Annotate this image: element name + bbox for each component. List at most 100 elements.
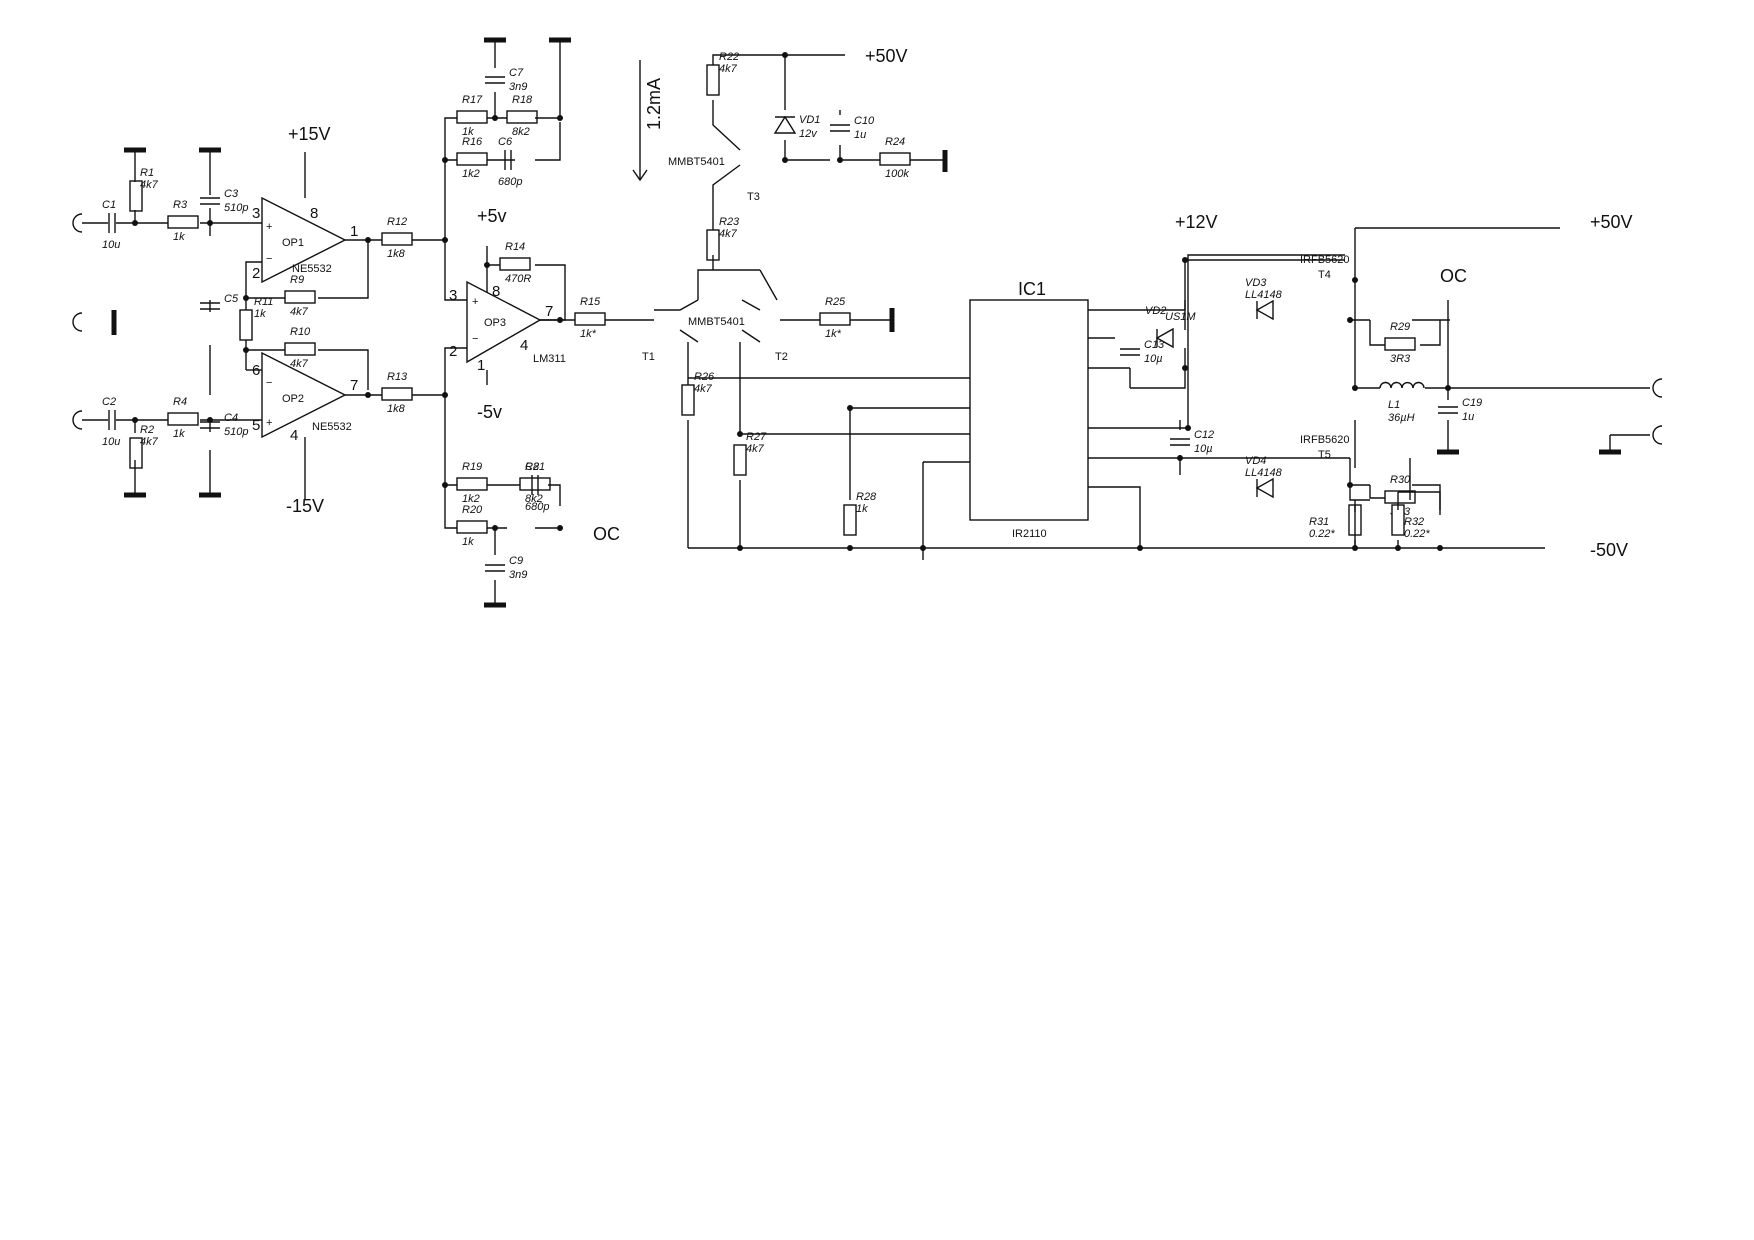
diode-value: LL4148: [1245, 467, 1283, 479]
resistor-value: 1k: [462, 536, 474, 548]
t2-label: T2: [775, 351, 788, 363]
ground-bars: [111, 37, 1621, 608]
rail-p5: +5v: [477, 206, 507, 226]
mmbt-t3: MMBT5401: [668, 156, 725, 168]
diode-ref: VD4: [1245, 455, 1266, 467]
t3-label: T3: [747, 191, 760, 203]
svg-text:5: 5: [252, 417, 260, 434]
resistor-ref: R29: [1390, 321, 1410, 333]
svg-text:2: 2: [449, 343, 457, 360]
capacitor-ref: C9: [509, 555, 523, 567]
diode-ref: VD1: [799, 114, 820, 126]
svg-text:3: 3: [449, 287, 457, 304]
capacitor-ref: C1: [102, 199, 116, 211]
svg-text:2: 2: [252, 265, 260, 282]
capacitor-ref: C6: [498, 136, 513, 148]
rail-p12: +12V: [1175, 212, 1218, 232]
resistor-value: 1k*: [825, 328, 842, 340]
capacitor-ref: C10: [854, 115, 875, 127]
resistor-ref: R22: [719, 51, 739, 63]
resistor-ref: R13: [387, 371, 408, 383]
capacitor-value: 10µ: [1194, 443, 1213, 455]
svg-text:4: 4: [520, 337, 528, 354]
irfb-t4: IRFB5620: [1300, 254, 1350, 266]
connector-terminal: [72, 312, 83, 332]
resistor-value: 4k7: [719, 228, 738, 240]
capacitor-ref: C12: [1194, 429, 1214, 441]
op2-part: NE5532: [312, 421, 352, 433]
svg-text:+: +: [266, 221, 272, 233]
diode-ref: VD2: [1145, 305, 1166, 317]
t1-label: T1: [642, 351, 655, 363]
resistor-ref: R14: [505, 241, 525, 253]
t4-label: T4: [1318, 269, 1331, 281]
resistor-value: 0.22*: [1404, 528, 1430, 540]
resistor-value: 1k: [462, 126, 474, 138]
capacitor-value: 510p: [224, 426, 248, 438]
resistor-value: 4k7: [746, 443, 765, 455]
op-amp-op3: +− OP3 LM311 32 87 41: [449, 280, 566, 374]
resistor-value: 4k7: [694, 383, 713, 395]
capacitor-ref: C13: [1144, 339, 1165, 351]
resistor-value: 100k: [885, 168, 909, 180]
capacitor-value: 3n9: [509, 81, 527, 93]
resistor-ref: R4: [173, 396, 187, 408]
svg-text:−: −: [266, 377, 272, 389]
op1-part: NE5532: [292, 263, 332, 275]
svg-text:1: 1: [477, 357, 485, 374]
resistor-ref: R24: [885, 136, 905, 148]
resistor-ref: R19: [462, 461, 482, 473]
rail-p50-right: +50V: [1590, 212, 1633, 232]
resistor-ref: R2: [140, 424, 154, 436]
op3-part: LM311: [533, 353, 566, 365]
resistor-ref: R3: [173, 199, 188, 211]
diode-ref: VD3: [1245, 277, 1267, 289]
resistor-value: 4k7: [290, 358, 309, 370]
connector-terminal: [72, 213, 83, 233]
capacitor-value: 10µ: [1144, 353, 1163, 365]
diode-vd2: VD2: [1145, 305, 1174, 349]
oc-label: OC: [1440, 266, 1467, 286]
op-amp-op1: +− OP1 NE5532 32 81: [252, 152, 358, 284]
resistor-ref: R31: [1309, 516, 1329, 528]
resistor-ref: R10: [290, 326, 311, 338]
resistor-value: 8k2: [525, 493, 543, 505]
resistor-ref: R9: [290, 274, 304, 286]
capacitor-ref: C7: [509, 67, 524, 79]
resistor-ref: R28: [856, 491, 877, 503]
resistor-ref: R30: [1390, 474, 1411, 486]
op1-label: OP1: [282, 237, 304, 249]
svg-text:−: −: [266, 253, 272, 265]
capacitor-value: 10u: [102, 436, 120, 448]
svg-text:3: 3: [252, 205, 260, 222]
resistor-value: 4k7: [140, 179, 159, 191]
t5-label: T5: [1318, 449, 1331, 461]
capacitor-c5: C5: [200, 293, 239, 310]
resistor-value: 1k: [856, 503, 868, 515]
op3-label: OP3: [484, 317, 506, 329]
connector-terminal: [72, 410, 83, 430]
diode-us1m: US1M: [1165, 311, 1196, 323]
resistor-ref: R27: [746, 431, 767, 443]
